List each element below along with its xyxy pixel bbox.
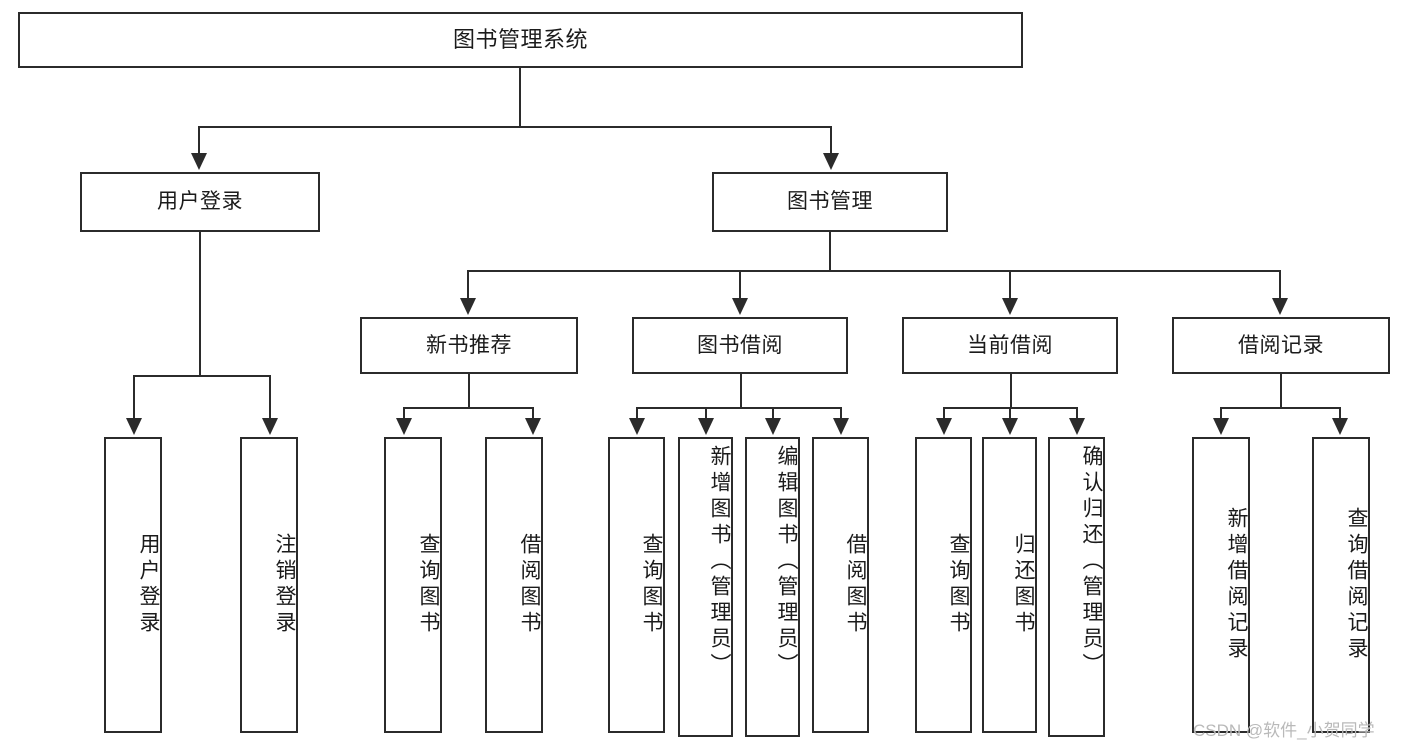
node-user-login[interactable]: 用户登录	[80, 172, 320, 232]
arrow-nb-to-leaf-0	[396, 418, 412, 435]
leaf-query-book-recommend[interactable]: 查询图书	[384, 437, 442, 733]
connector-nb-to-leaf-0	[403, 407, 405, 420]
leaf-add-borrow-record[interactable]: 新增借阅记录	[1192, 437, 1250, 733]
node-label: 新增借阅记录	[1225, 507, 1248, 663]
arrow-bb-to-leaf-2	[765, 418, 781, 435]
leaf-borrow-book[interactable]: 借阅图书	[812, 437, 869, 733]
node-borrow-record[interactable]: 借阅记录	[1172, 317, 1390, 374]
node-root-book-management-system[interactable]: 图书管理系统	[18, 12, 1023, 68]
node-label: 确认归还（管理员）	[1080, 445, 1103, 679]
arrow-cb-to-leaf-1	[1002, 418, 1018, 435]
arrow-root-to-user-login	[191, 153, 207, 170]
connector-cb-to-leaf-2	[1076, 407, 1078, 420]
node-label: 用户登录	[157, 190, 243, 214]
node-book-borrow[interactable]: 图书借阅	[632, 317, 848, 374]
connector-bb-to-leaf-2	[772, 407, 774, 420]
connector-bm-to-borrow-record	[1279, 270, 1281, 300]
connector-root-to-user-login	[198, 126, 200, 156]
leaf-query-book-current[interactable]: 查询图书	[915, 437, 972, 733]
arrow-cb-to-leaf-0	[936, 418, 952, 435]
connector-bm-to-book-borrow	[739, 270, 741, 300]
connector-bb-to-leaf-0	[636, 407, 638, 420]
connector-book-management-bar	[467, 270, 1281, 272]
connector-borrow-record-stem	[1280, 374, 1282, 408]
node-label: 图书管理系统	[452, 26, 588, 52]
leaf-add-book-admin[interactable]: 新增图书（管理员）	[678, 437, 733, 737]
connector-user-login-bar	[133, 375, 270, 377]
arrow-bb-to-leaf-1	[698, 418, 714, 435]
connector-new-book-stem	[468, 374, 470, 408]
leaf-logout[interactable]: 注销登录	[240, 437, 298, 733]
connector-book-borrow-stem	[740, 374, 742, 408]
arrow-bm-to-new-book	[460, 298, 476, 315]
connector-root-bar	[198, 126, 832, 128]
node-label: 借阅图书	[844, 533, 867, 637]
node-label: 用户登录	[137, 533, 160, 637]
node-label: 查询图书	[640, 533, 663, 637]
connector-user-login-to-leaf-1	[269, 375, 271, 420]
arrow-br-to-leaf-1	[1332, 418, 1348, 435]
connector-cb-to-leaf-0	[943, 407, 945, 420]
arrow-user-login-to-leaf-0	[126, 418, 142, 435]
node-label: 编辑图书（管理员）	[775, 445, 798, 679]
connector-nb-to-leaf-1	[532, 407, 534, 420]
node-label: 图书借阅	[697, 333, 783, 357]
connector-br-to-leaf-0	[1220, 407, 1222, 420]
leaf-edit-book-admin[interactable]: 编辑图书（管理员）	[745, 437, 800, 737]
node-label: 借阅图书	[518, 533, 541, 637]
arrow-br-to-leaf-0	[1213, 418, 1229, 435]
node-label: 查询图书	[417, 533, 440, 637]
node-label: 新增图书（管理员）	[708, 445, 731, 679]
connector-current-borrow-stem	[1010, 374, 1012, 408]
leaf-borrow-book-recommend[interactable]: 借阅图书	[485, 437, 543, 733]
connector-user-login-to-leaf-0	[133, 375, 135, 420]
connector-bm-to-current-borrow	[1009, 270, 1011, 300]
arrow-bm-to-borrow-record	[1272, 298, 1288, 315]
node-label: 借阅记录	[1238, 333, 1324, 357]
arrow-root-to-book-management	[823, 153, 839, 170]
watermark-csdn: CSDN @软件_小贺同学	[1193, 721, 1375, 740]
connector-bm-to-new-book	[467, 270, 469, 300]
leaf-query-borrow-record[interactable]: 查询借阅记录	[1312, 437, 1370, 733]
connector-book-management-stem	[829, 232, 831, 271]
connector-root-to-book-management	[830, 126, 832, 156]
node-book-management[interactable]: 图书管理	[712, 172, 948, 232]
connector-root-stem	[519, 68, 521, 127]
connector-borrow-record-bar	[1220, 407, 1341, 409]
arrow-bb-to-leaf-0	[629, 418, 645, 435]
connector-book-borrow-bar	[636, 407, 840, 409]
connector-cb-to-leaf-1	[1009, 407, 1011, 420]
connector-br-to-leaf-1	[1339, 407, 1341, 420]
node-label: 查询借阅记录	[1345, 507, 1368, 663]
node-current-borrow[interactable]: 当前借阅	[902, 317, 1118, 374]
arrow-bm-to-book-borrow	[732, 298, 748, 315]
arrow-cb-to-leaf-2	[1069, 418, 1085, 435]
node-label: 图书管理	[787, 190, 873, 214]
node-label: 当前借阅	[967, 333, 1053, 357]
node-label: 新书推荐	[426, 333, 512, 357]
arrow-bb-to-leaf-3	[833, 418, 849, 435]
leaf-return-book[interactable]: 归还图书	[982, 437, 1037, 733]
connector-bb-to-leaf-3	[840, 407, 842, 420]
leaf-confirm-return-admin[interactable]: 确认归还（管理员）	[1048, 437, 1105, 737]
node-new-book-recommend[interactable]: 新书推荐	[360, 317, 578, 374]
leaf-query-book-borrow[interactable]: 查询图书	[608, 437, 665, 733]
node-label: 归还图书	[1012, 533, 1035, 637]
arrow-user-login-to-leaf-1	[262, 418, 278, 435]
arrow-bm-to-current-borrow	[1002, 298, 1018, 315]
leaf-user-login[interactable]: 用户登录	[104, 437, 162, 733]
arrow-nb-to-leaf-1	[525, 418, 541, 435]
node-label: 查询图书	[947, 533, 970, 637]
connector-bb-to-leaf-1	[705, 407, 707, 420]
node-label: 注销登录	[273, 533, 296, 637]
connector-new-book-bar	[403, 407, 534, 409]
connector-user-login-stem	[199, 232, 201, 376]
